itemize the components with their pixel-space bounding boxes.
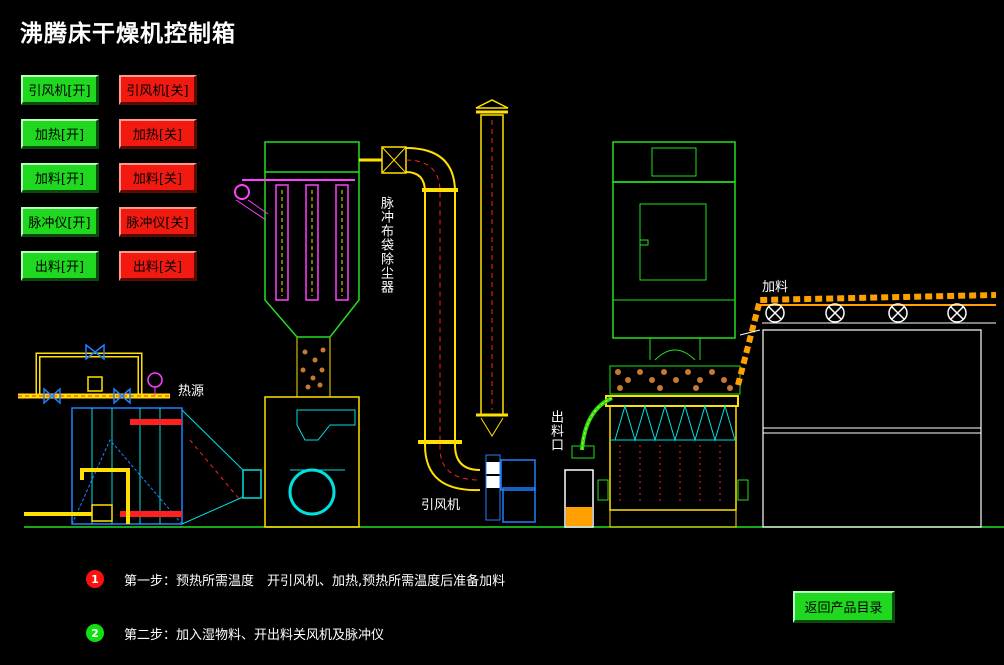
pulse-on-button[interactable]: 脉冲仪[开] [21, 207, 99, 237]
feed-on-button[interactable]: 加料[开] [21, 163, 99, 193]
fan-off-button[interactable]: 引风机[关] [119, 75, 197, 105]
heat-source-label: 热源 [178, 384, 205, 399]
discharge-label: 出料口 [548, 410, 563, 452]
step-1-text: 第一步：预热所需温度 开引风机、加热,预热所需温度后准备加料 [124, 574, 506, 589]
bag-filter-unit [234, 141, 407, 338]
page-title: 沸腾床干燥机控制箱 [20, 21, 236, 47]
feed-conveyor [735, 292, 997, 528]
pulse-valve-icon [234, 184, 250, 200]
feed-off-button[interactable]: 加料[关] [119, 163, 197, 193]
fluid-bed-dryer [564, 141, 749, 528]
step-2-badge: 2 [86, 624, 104, 642]
dust-collector-label: 脉冲布袋除尘器 [378, 196, 393, 294]
discharge-off-button[interactable]: 出料[关] [119, 251, 197, 281]
fan-label: 引风机 [421, 498, 461, 513]
fan-unit [485, 454, 536, 523]
duct-pipe [405, 147, 481, 492]
gauge-icon [147, 372, 163, 388]
discharge-on-button[interactable]: 出料[开] [21, 251, 99, 281]
back-to-catalog-button[interactable]: 返回产品目录 [793, 591, 895, 623]
feed-label: 加料 [762, 280, 789, 295]
pulse-off-button[interactable]: 脉冲仪[关] [119, 207, 197, 237]
heat-source-unit [18, 343, 262, 525]
heat-off-button[interactable]: 加热[关] [119, 119, 197, 149]
heat-on-button[interactable]: 加热[开] [21, 119, 99, 149]
step-1-badge: 1 [86, 570, 104, 588]
step-2-text: 第二步：加入湿物料、开出料关风机及脉冲仪 [124, 628, 385, 643]
chimney [475, 99, 509, 437]
fan-on-button[interactable]: 引风机[开] [21, 75, 99, 105]
cyclone-unit [264, 337, 360, 528]
